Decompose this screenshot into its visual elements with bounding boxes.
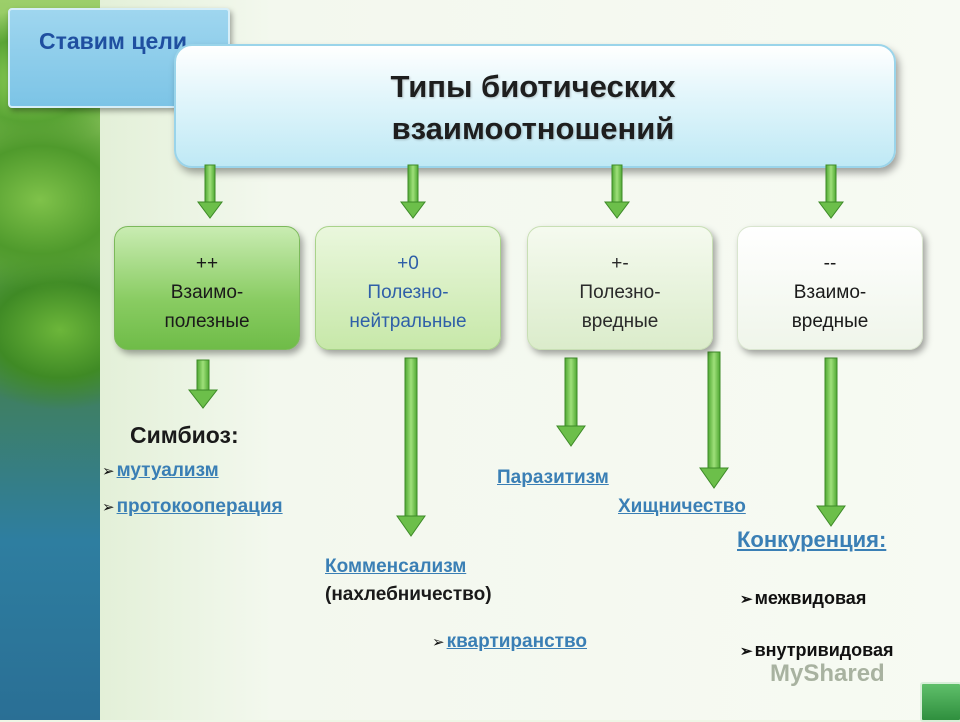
commensalism-note: (нахлебничество) [325, 584, 492, 605]
page-title: Типы биотических взаимоотношений [174, 66, 892, 150]
category-beneficial-harmful: +- Полезно- вредные [527, 226, 713, 350]
bullet-arrow-icon: ➢ [740, 643, 753, 660]
next-slide-button[interactable] [920, 682, 960, 722]
bullet-arrow-icon: ➢ [102, 499, 115, 516]
intraspecific-label: внутривидовая [754, 640, 894, 660]
interspecific-label: межвидовая [754, 588, 867, 608]
category-line-2: вредные [791, 311, 869, 332]
title-line-2: взаимоотношений [391, 111, 675, 146]
parasitism-link[interactable]: Паразитизм [497, 467, 609, 488]
protocooperation-link[interactable]: протокооперация [116, 496, 283, 517]
list-item: ➢мутуализм [102, 460, 219, 482]
mutualism-link[interactable]: мутуализм [116, 460, 219, 481]
watermark-logo: MyShared [770, 660, 885, 687]
category-mutually-beneficial: ++ Взаимо- полезные [114, 226, 300, 350]
predation-link[interactable]: Хищничество [618, 496, 746, 517]
category-line-2: вредные [581, 311, 659, 332]
symbiosis-heading: Симбиоз: [130, 422, 239, 448]
category-line-2: нейтральные [349, 311, 467, 332]
bullet-arrow-icon: ➢ [740, 591, 753, 608]
commensalism-link[interactable]: Комменсализм [325, 556, 467, 577]
competition-link[interactable]: Конкуренция: [737, 527, 887, 552]
bullet-arrow-icon: ➢ [432, 634, 445, 651]
bullet-arrow-icon: ➢ [102, 463, 115, 480]
list-item: ➢внутривидовая [740, 640, 894, 661]
category-mutually-harmful: -- Взаимо- вредные [737, 226, 923, 350]
list-item: ➢протокооперация [102, 496, 283, 518]
category-line-1: Взаимо- [793, 282, 867, 303]
category-sign: ++ [195, 253, 219, 274]
category-beneficial-neutral: +0 Полезно- нейтральные [315, 226, 501, 350]
category-sign: -- [823, 253, 837, 274]
leaf-water-background [0, 0, 100, 720]
tenancy-link[interactable]: квартиранство [446, 631, 587, 652]
category-line-1: Полезно- [367, 282, 449, 303]
category-sign: +- [611, 253, 629, 274]
list-item: ➢квартиранство [432, 631, 587, 653]
category-line-2: полезные [164, 311, 250, 332]
category-line-1: Полезно- [579, 282, 661, 303]
title-line-1: Типы биотических [390, 69, 676, 104]
list-item: ➢межвидовая [740, 588, 866, 609]
category-line-1: Взаимо- [170, 282, 244, 303]
category-sign: +0 [397, 253, 419, 274]
title-box [174, 44, 896, 168]
goals-badge-label: Ставим цели [38, 28, 188, 54]
